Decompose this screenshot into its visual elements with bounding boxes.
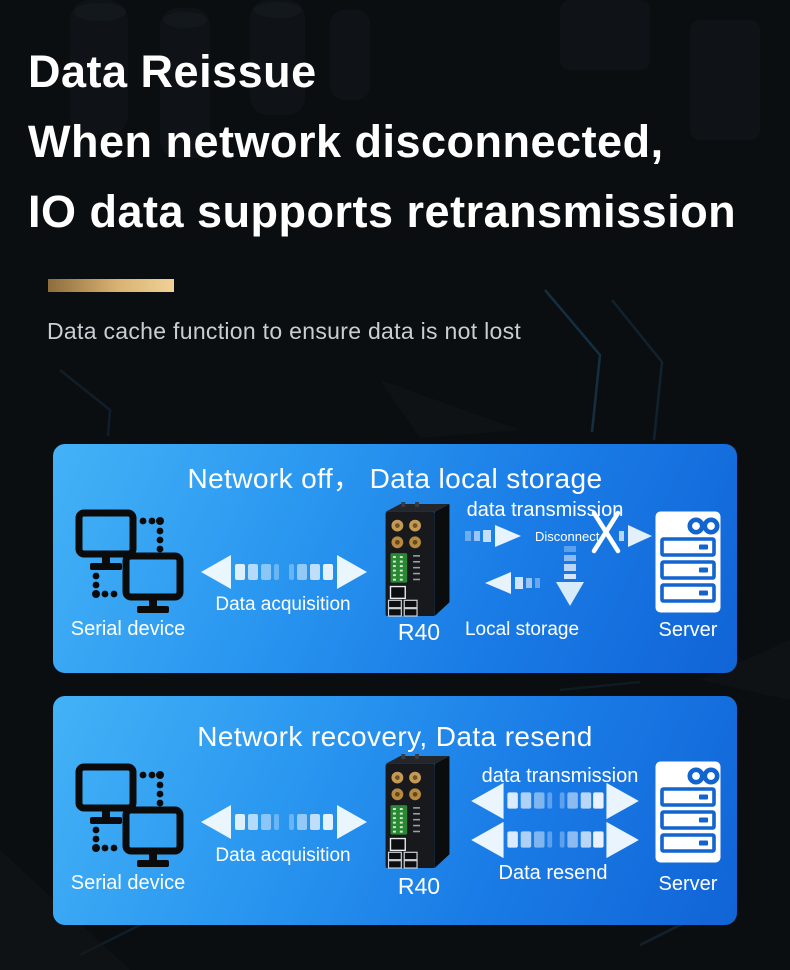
page-title-line-2: When network disconnected,: [28, 116, 664, 167]
resend-double-arrow-icon: [471, 821, 639, 859]
serial-device-label: Serial device: [70, 872, 186, 894]
panel-network-recovery: Network recovery, Data resend Serial dev…: [53, 696, 737, 925]
local-storage-down-arrow-icon: [556, 546, 584, 606]
gold-accent-bar: [48, 279, 174, 292]
data-transmission-label: data transmission: [466, 499, 624, 521]
server-label: Server: [658, 873, 718, 895]
data-resend-label: Data resend: [498, 862, 608, 884]
r40-router-image: [385, 754, 450, 869]
data-acquisition-label: Data acquisition: [215, 594, 351, 615]
disconnect-x-icon: [591, 510, 621, 554]
r40-label: R40: [397, 619, 441, 645]
disconnect-label: Disconnect: [535, 529, 600, 544]
local-storage-label: Local storage: [464, 619, 580, 640]
page-title-line-3: IO data supports retransmission: [28, 186, 737, 237]
store-to-gateway-left-arrow-icon: [485, 572, 540, 594]
data-acquisition-arrow-icon: [201, 555, 367, 589]
page-title-line-1: Data Reissue: [28, 46, 317, 97]
serial-device-icon: [75, 509, 184, 613]
panel-network-off: Network off， Data local storage Serial d…: [53, 444, 737, 673]
serial-device-label: Serial device: [70, 618, 186, 640]
server-icon: [655, 511, 721, 613]
serial-device-icon: [75, 763, 184, 867]
page-subtitle: Data cache function to ensure data is no…: [47, 318, 522, 344]
server-label: Server: [658, 619, 718, 641]
transmission-double-arrow-icon: [471, 782, 639, 820]
data-acquisition-arrow-icon: [201, 805, 367, 839]
server-icon: [655, 761, 721, 863]
r40-router-image: [385, 502, 450, 617]
panel-network-recovery-title: Network recovery, Data resend: [197, 721, 593, 752]
r40-label: R40: [397, 873, 441, 899]
data-transmission-label: data transmission: [481, 765, 639, 787]
transmission-dashed-arrow-icon: [465, 525, 521, 547]
panel-network-off-title: Network off， Data local storage: [187, 463, 603, 494]
data-acquisition-label: Data acquisition: [215, 845, 351, 866]
arrow-to-server-icon: [619, 525, 652, 547]
